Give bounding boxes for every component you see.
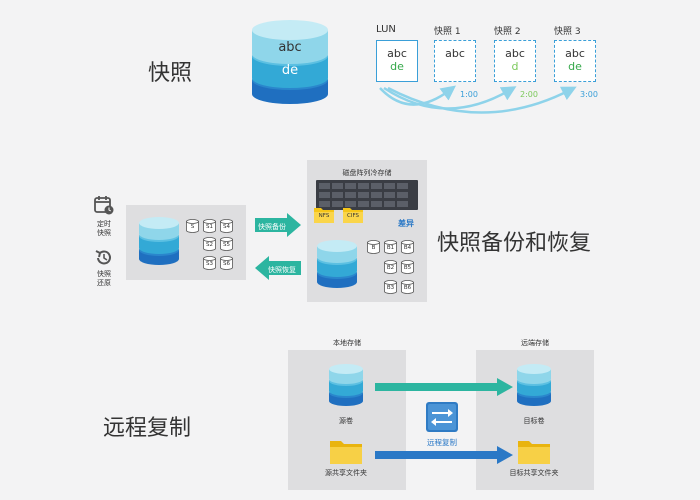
source-volume-label: 源卷 — [339, 417, 353, 425]
source-share-folder-icon — [330, 441, 362, 464]
backup-snapshot-cylinder: B1 — [384, 240, 397, 254]
local-snapshot-cylinder: S1 — [203, 219, 216, 233]
local-snapshot-cylinder: S4 — [220, 219, 233, 233]
snapshot-cylinder-label: S6 — [223, 261, 230, 267]
snapshot-cylinder-label: B6 — [403, 285, 412, 291]
snapshot-cylinder-label: B4 — [403, 245, 412, 251]
snapshot-box-line1: abc — [387, 47, 407, 60]
nfs-folder-icon — [314, 208, 334, 223]
backup-snapshot-cylinder: B5 — [401, 260, 414, 274]
target-volume-label: 目标卷 — [523, 417, 545, 425]
share-replication-arrow — [375, 446, 513, 464]
snapshot-box-1: abc — [434, 40, 476, 82]
snapshot-box-line1: abc — [445, 47, 465, 60]
snapshot-time-2: 2:00 — [520, 90, 538, 99]
snapshot-cylinder-label: S1 — [206, 224, 213, 230]
target-share-folder-icon — [518, 441, 550, 464]
local-snapshot-cylinder: S5 — [220, 237, 233, 251]
target-volume-cylinder — [517, 364, 551, 406]
nfs-label: NFS — [318, 213, 330, 219]
backup-section-title: 快照备份和恢复 — [437, 231, 592, 256]
snapshot-cylinder-label: B1 — [386, 245, 395, 251]
difference-label: 差异 — [398, 219, 414, 228]
calendar-clock-icon — [94, 196, 114, 215]
arrow-to-snapshot-3 — [387, 86, 577, 114]
backup-snapshot-cylinder: B3 — [384, 280, 397, 294]
snapshot-box-line2: de — [390, 60, 404, 73]
cold-storage-title: 磁盘阵列冷存储 — [342, 169, 392, 177]
backup-volume-cylinder — [317, 240, 357, 288]
lun-cylinder-mid-text: de — [281, 63, 299, 78]
snapshot-label-1: 快照 1 — [434, 27, 461, 37]
snapshot-label-2: 快照 2 — [494, 27, 521, 37]
volume-replication-arrow — [375, 378, 513, 396]
arrow-to-snapshot-1 — [379, 85, 457, 106]
backup-snapshot-cylinder: B6 — [401, 280, 414, 294]
snapshot-box-2: abc d — [494, 40, 536, 82]
local-storage-label: 本地存储 — [333, 339, 361, 347]
snapshot-cylinder-label: S3 — [206, 261, 213, 267]
local-snapshot-cylinder: S3 — [203, 256, 216, 270]
cifs-folder-icon — [343, 208, 363, 223]
local-volume-cylinder — [139, 217, 179, 265]
snapshot-box-line1: abc — [505, 47, 525, 60]
snapshot-cylinder-label: S — [190, 224, 195, 230]
backup-arrow-label: 快照备份 — [258, 223, 286, 231]
snapshot-time-1: 1:00 — [460, 90, 478, 99]
snapshot-box-3: abc de — [554, 40, 596, 82]
snapshot-box-line1: abc — [565, 47, 585, 60]
timer-snapshot-label: 定时 快照 — [97, 220, 111, 237]
replication-label: 远程复制 — [427, 438, 457, 447]
snapshot-time-3: 3:00 — [580, 90, 598, 99]
remote-storage-label: 远端存储 — [521, 339, 549, 347]
snapshot-box-line2: de — [568, 60, 582, 73]
snapshot-label-3: 快照 3 — [554, 27, 581, 37]
cifs-label: CIFS — [346, 213, 360, 219]
replication-switch-icon — [426, 402, 458, 432]
backup-snapshot-cylinder: B4 — [401, 240, 414, 254]
snapshot-box-line2: d — [511, 60, 519, 73]
replication-section-title: 远程复制 — [103, 416, 192, 441]
target-share-label: 目标共享文件夹 — [509, 469, 559, 477]
restore-icon — [95, 250, 111, 265]
disk-array-icon — [316, 180, 418, 210]
snapshot-label-lun: LUN — [376, 24, 396, 35]
restore-arrow — [255, 256, 301, 280]
local-snapshot-cylinder: S2 — [203, 237, 216, 251]
snapshot-restore-label: 快照 还原 — [97, 270, 111, 287]
snapshot-cylinder-label: S4 — [223, 224, 230, 230]
source-share-label: 源共享文件夹 — [325, 469, 367, 477]
restore-arrow-label: 快照恢复 — [268, 266, 296, 274]
snapshot-box-lun: abc de — [376, 40, 418, 82]
lun-cylinder — [252, 20, 328, 104]
local-snapshot-cylinder: S6 — [220, 256, 233, 270]
backup-snapshot-cylinder: B — [367, 240, 380, 254]
local-snapshot-cylinder: S — [186, 219, 199, 233]
backup-snapshot-cylinder: B2 — [384, 260, 397, 274]
snapshot-cylinder-label: B — [371, 245, 376, 251]
snapshot-cylinder-label: B5 — [403, 265, 412, 271]
snapshot-cylinder-label: B2 — [386, 265, 395, 271]
lun-cylinder-top-text: abc — [278, 40, 302, 55]
snapshot-section-title: 快照 — [148, 61, 193, 86]
snapshot-cylinder-label: B3 — [386, 285, 395, 291]
source-volume-cylinder — [329, 364, 363, 406]
snapshot-arrows — [379, 85, 577, 114]
backup-arrow — [255, 213, 301, 237]
snapshot-cylinder-label: S5 — [223, 242, 230, 248]
snapshot-cylinder-label: S2 — [206, 242, 213, 248]
